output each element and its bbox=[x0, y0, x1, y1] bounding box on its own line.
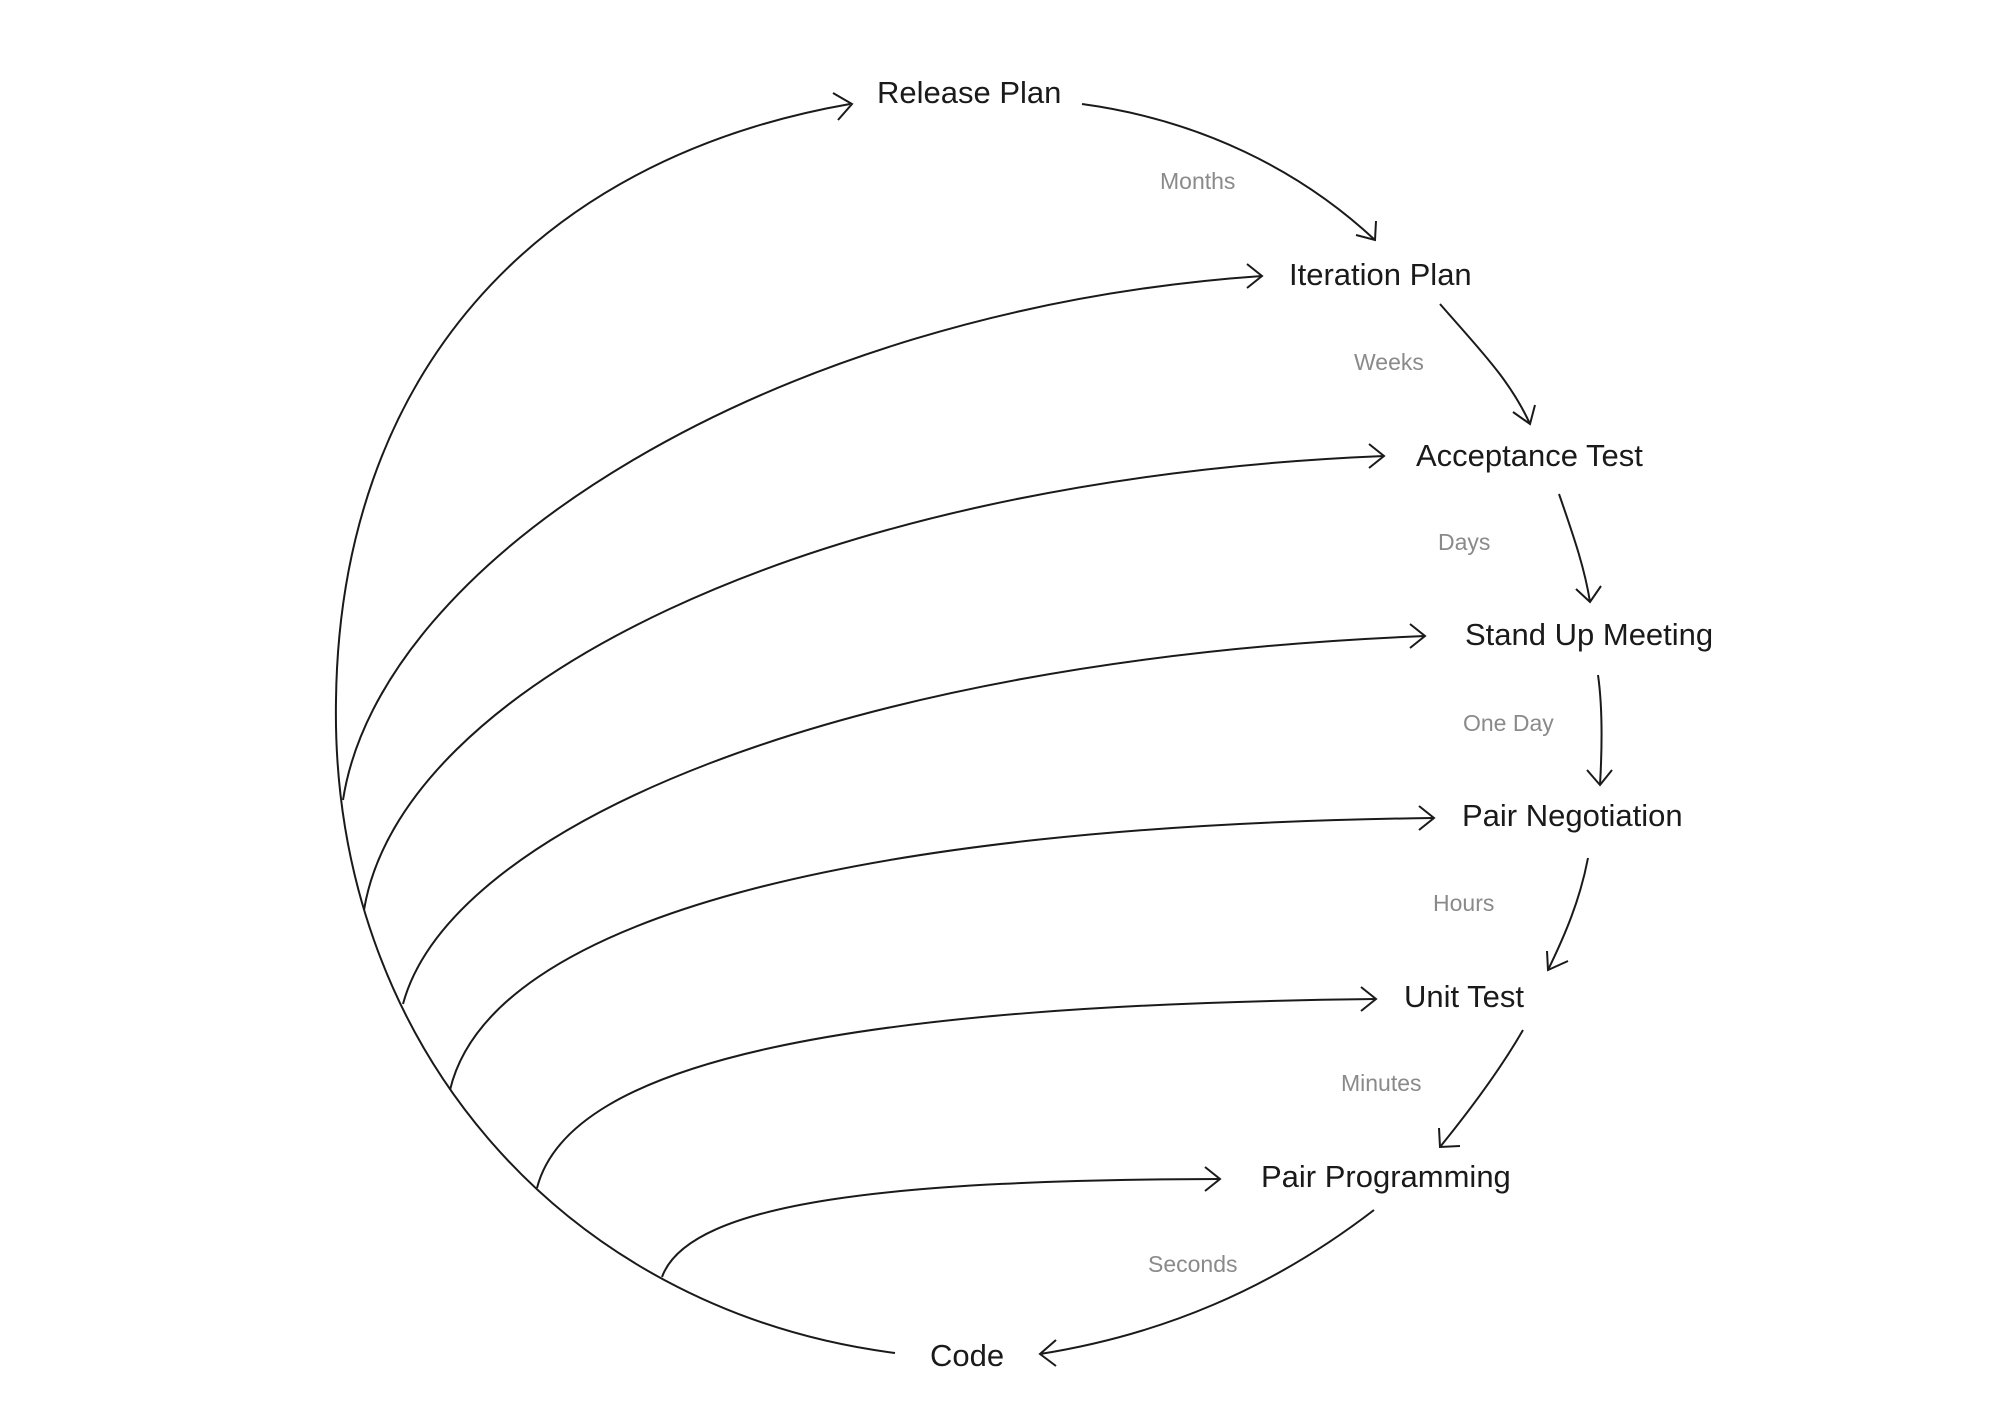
arc-to-acceptance-test bbox=[363, 455, 1385, 911]
arrow-standup-to-negotiation bbox=[1597, 674, 1603, 786]
arrow-pairprog-to-code bbox=[1039, 1209, 1375, 1355]
arrow-release-to-iteration bbox=[1081, 103, 1376, 241]
timescale-months: Months bbox=[1160, 168, 1235, 194]
arrowhead-chain-standup bbox=[1575, 585, 1602, 604]
arrowhead-stand-up-meeting bbox=[1409, 623, 1427, 649]
arrowhead-iteration-plan bbox=[1246, 263, 1264, 289]
stage-acceptance-test: Acceptance Test bbox=[1416, 438, 1643, 473]
arrowhead-chain-code bbox=[1038, 1339, 1057, 1367]
arc-to-pair-programming bbox=[661, 1178, 1221, 1278]
arc-to-iteration-plan bbox=[342, 275, 1263, 801]
arrowhead-unit-test bbox=[1360, 986, 1378, 1012]
stage-release-plan: Release Plan bbox=[877, 75, 1061, 110]
arrow-iteration-to-acceptance bbox=[1439, 303, 1531, 425]
arc-to-pair-negotiation bbox=[449, 817, 1435, 1091]
arrowhead-chain-unittest bbox=[1546, 950, 1569, 972]
stage-code: Code bbox=[930, 1338, 1004, 1373]
timescale-weeks: Weeks bbox=[1354, 349, 1424, 375]
timescale-minutes: Minutes bbox=[1341, 1070, 1422, 1096]
arc-to-stand-up-meeting bbox=[402, 635, 1426, 1005]
timescale-seconds: Seconds bbox=[1148, 1251, 1238, 1277]
timescale-hours: Hours bbox=[1433, 890, 1494, 916]
timescale-days: Days bbox=[1438, 529, 1490, 555]
stage-pair-programming: Pair Programming bbox=[1261, 1159, 1511, 1194]
arrow-negotiation-to-unittest bbox=[1547, 857, 1589, 971]
arrowhead-release-plan bbox=[832, 92, 854, 121]
arrowhead-pair-negotiation bbox=[1418, 805, 1436, 831]
arrowhead-acceptance-test bbox=[1368, 443, 1386, 469]
stage-unit-test: Unit Test bbox=[1404, 979, 1524, 1014]
arrow-acceptance-to-standup bbox=[1558, 493, 1591, 603]
arrowhead-chain-pairprog bbox=[1438, 1127, 1461, 1149]
arc-to-unit-test bbox=[536, 998, 1377, 1189]
timescale-one-day: One Day bbox=[1463, 710, 1554, 736]
stage-stand-up-meeting: Stand Up Meeting bbox=[1465, 617, 1713, 652]
outer-arc-code-to-release-plan bbox=[334, 103, 896, 1354]
stage-iteration-plan: Iteration Plan bbox=[1289, 257, 1472, 292]
arrowhead-chain-iteration bbox=[1355, 220, 1377, 242]
stage-pair-negotiation: Pair Negotiation bbox=[1462, 798, 1683, 833]
arrowhead-chain-negotiation bbox=[1586, 769, 1613, 787]
arrowhead-pair-programming bbox=[1204, 1166, 1222, 1192]
arrow-unittest-to-pairprog bbox=[1439, 1029, 1524, 1148]
arrowhead-chain-acceptance bbox=[1512, 404, 1536, 426]
